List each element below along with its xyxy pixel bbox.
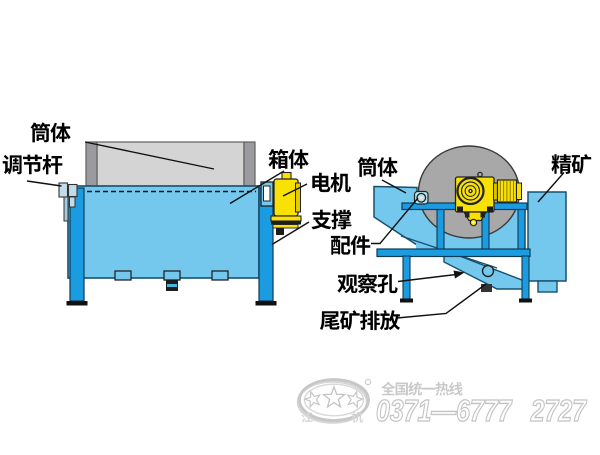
svg-text:0371—6777 2727: 0371—6777 2727 <box>376 393 587 428</box>
